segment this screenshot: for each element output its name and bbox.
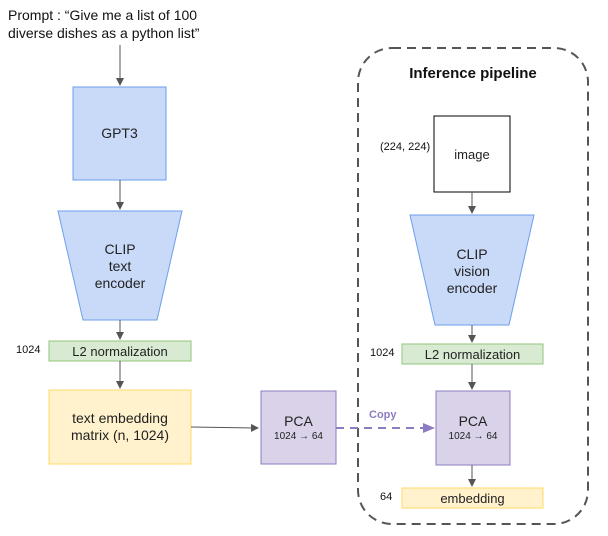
clip-text-encoder-trapezoid: [57, 210, 183, 321]
prompt-line-1: Prompt : “Give me a list of 100: [8, 7, 198, 23]
image-box: [433, 115, 511, 193]
text-embedding-label: text embedding matrix (n, 1024): [49, 390, 191, 464]
image-label: image: [454, 146, 490, 162]
l2-normalization-left-label: L2 normalization: [72, 343, 168, 359]
pca-box-left: [260, 390, 337, 465]
inference-pipeline-container: [357, 47, 589, 525]
gpt3-box: [72, 86, 167, 181]
clip-text-line-1: CLIP: [104, 240, 136, 257]
copy-label: Copy: [369, 409, 397, 421]
pca-left-label: PCA 1024 → 64: [261, 391, 336, 464]
clip-vision-encoder-trapezoid: [409, 214, 535, 326]
embedding-box: [401, 487, 544, 509]
text-embedding-line-1: text embedding: [72, 410, 168, 426]
text-embedding-line-2: matrix (n, 1024): [70, 427, 170, 443]
pca-right-label: PCA 1024 → 64: [436, 391, 510, 465]
pca-left-sub: 1024 → 64: [274, 430, 323, 442]
dim-64-label: 64: [380, 491, 393, 503]
l2-normalization-right-label: L2 normalization: [424, 346, 521, 362]
pca-box-right: [435, 390, 511, 466]
clip-vision-line-3: encoder: [446, 279, 498, 296]
gpt3-label: GPT3: [101, 125, 138, 141]
arrow-text-embedding-to-pca: [190, 423, 259, 432]
text-embedding-box: [48, 389, 192, 465]
pca-right-sub: 1024 → 64: [448, 431, 498, 442]
clip-text-encoder-label: CLIP text encoder: [70, 231, 170, 301]
image-size-label: (224, 224): [380, 141, 431, 153]
inference-pipeline-title: Inference pipeline: [409, 65, 537, 82]
clip-text-line-3: encoder: [94, 274, 146, 291]
clip-vision-line-1: CLIP: [456, 245, 488, 262]
prompt-text: Prompt : “Give me a list of 100 diverse …: [8, 6, 268, 42]
dim-1024-right: 1024: [370, 347, 395, 359]
clip-text-line-2: text: [108, 257, 132, 274]
dim-1024-left: 1024: [16, 344, 41, 356]
clip-vision-line-2: vision: [454, 262, 490, 279]
embedding-label: embedding: [440, 490, 505, 506]
pca-right-title: PCA: [458, 413, 488, 429]
prompt-line-2: diverse dishes as a python list”: [8, 25, 200, 41]
pca-left-title: PCA: [284, 412, 313, 429]
clip-vision-encoder-label: CLIP vision encoder: [422, 236, 522, 306]
